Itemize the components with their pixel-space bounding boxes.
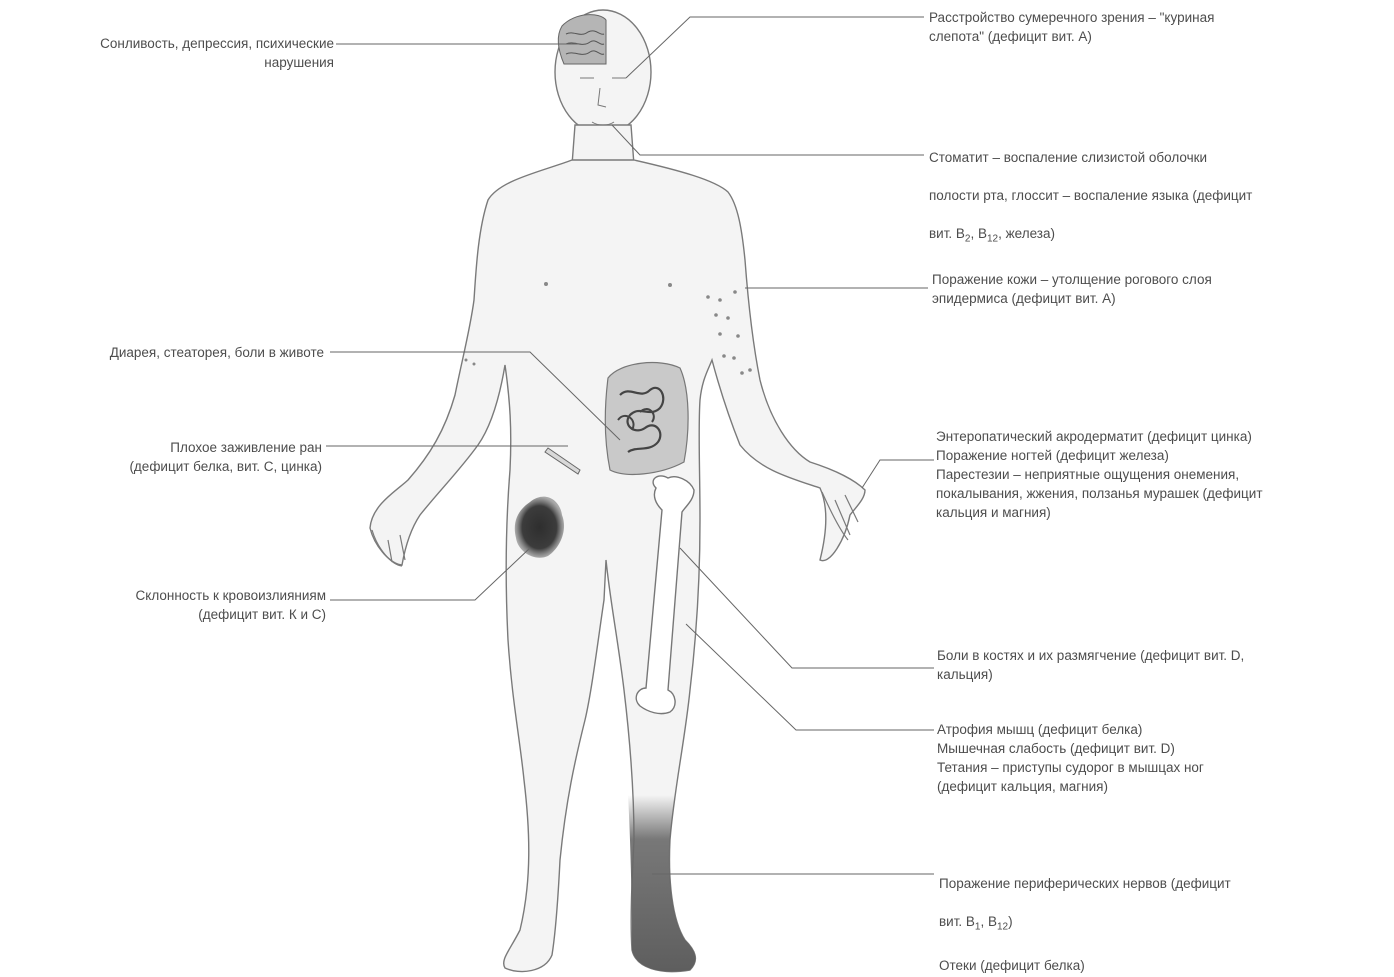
stomatitis-line-3a: вит. B xyxy=(929,226,965,241)
label-sleepiness: Сонливость, депрессия, психические наруш… xyxy=(4,34,334,72)
label-muscles: Атрофия мышц (дефицит белка) Мышечная сл… xyxy=(937,720,1377,796)
intestine-icon xyxy=(605,363,688,475)
nerves-sub-2: 12 xyxy=(997,922,1008,933)
nipple-right xyxy=(668,283,672,287)
label-wound-healing: Плохое заживление ран (дефицит белка, ви… xyxy=(2,438,322,476)
nerves-line-2c: ) xyxy=(1008,914,1013,929)
nerves-line-3: Отеки (дефицит белка) xyxy=(939,958,1085,973)
stomatitis-line-1: Стоматит – воспаление слизистой оболочки xyxy=(929,150,1207,165)
label-night-blindness: Расстройство сумеречного зрения – "курин… xyxy=(929,8,1369,46)
label-diarrhea: Диарея, стеаторея, боли в животе xyxy=(4,343,324,362)
label-bones: Боли в костях и их размягчение (дефицит … xyxy=(937,646,1377,684)
shaded-lower-leg xyxy=(628,795,695,972)
label-bleeding: Склонность к кровоизлияниям (дефицит вит… xyxy=(6,586,326,624)
nerves-line-2a: вит. B xyxy=(939,914,975,929)
stomatitis-line-3c: , железа) xyxy=(998,226,1055,241)
neck xyxy=(572,125,634,165)
label-hands: Энтеропатический акродерматит (дефицит ц… xyxy=(936,427,1392,522)
label-stomatitis: Стоматит – воспаление слизистой оболочки… xyxy=(929,129,1389,249)
label-skin-lesion: Поражение кожи – утолщение рогового слоя… xyxy=(932,270,1372,308)
label-peripheral-nerves: Поражение периферических нервов (дефицит… xyxy=(939,855,1379,975)
stomatitis-line-2: полости рта, глоссит – воспаление языка … xyxy=(929,188,1252,203)
brain-icon xyxy=(558,15,606,64)
nerves-line-2b: , B xyxy=(980,914,997,929)
body-outline xyxy=(370,10,865,972)
stomatitis-sub-2: 12 xyxy=(987,234,998,245)
stomatitis-line-3b: , B xyxy=(970,226,987,241)
nipple-left xyxy=(544,282,548,286)
torso-legs xyxy=(370,160,865,972)
nerves-line-1: Поражение периферических нервов (дефицит xyxy=(939,876,1231,891)
